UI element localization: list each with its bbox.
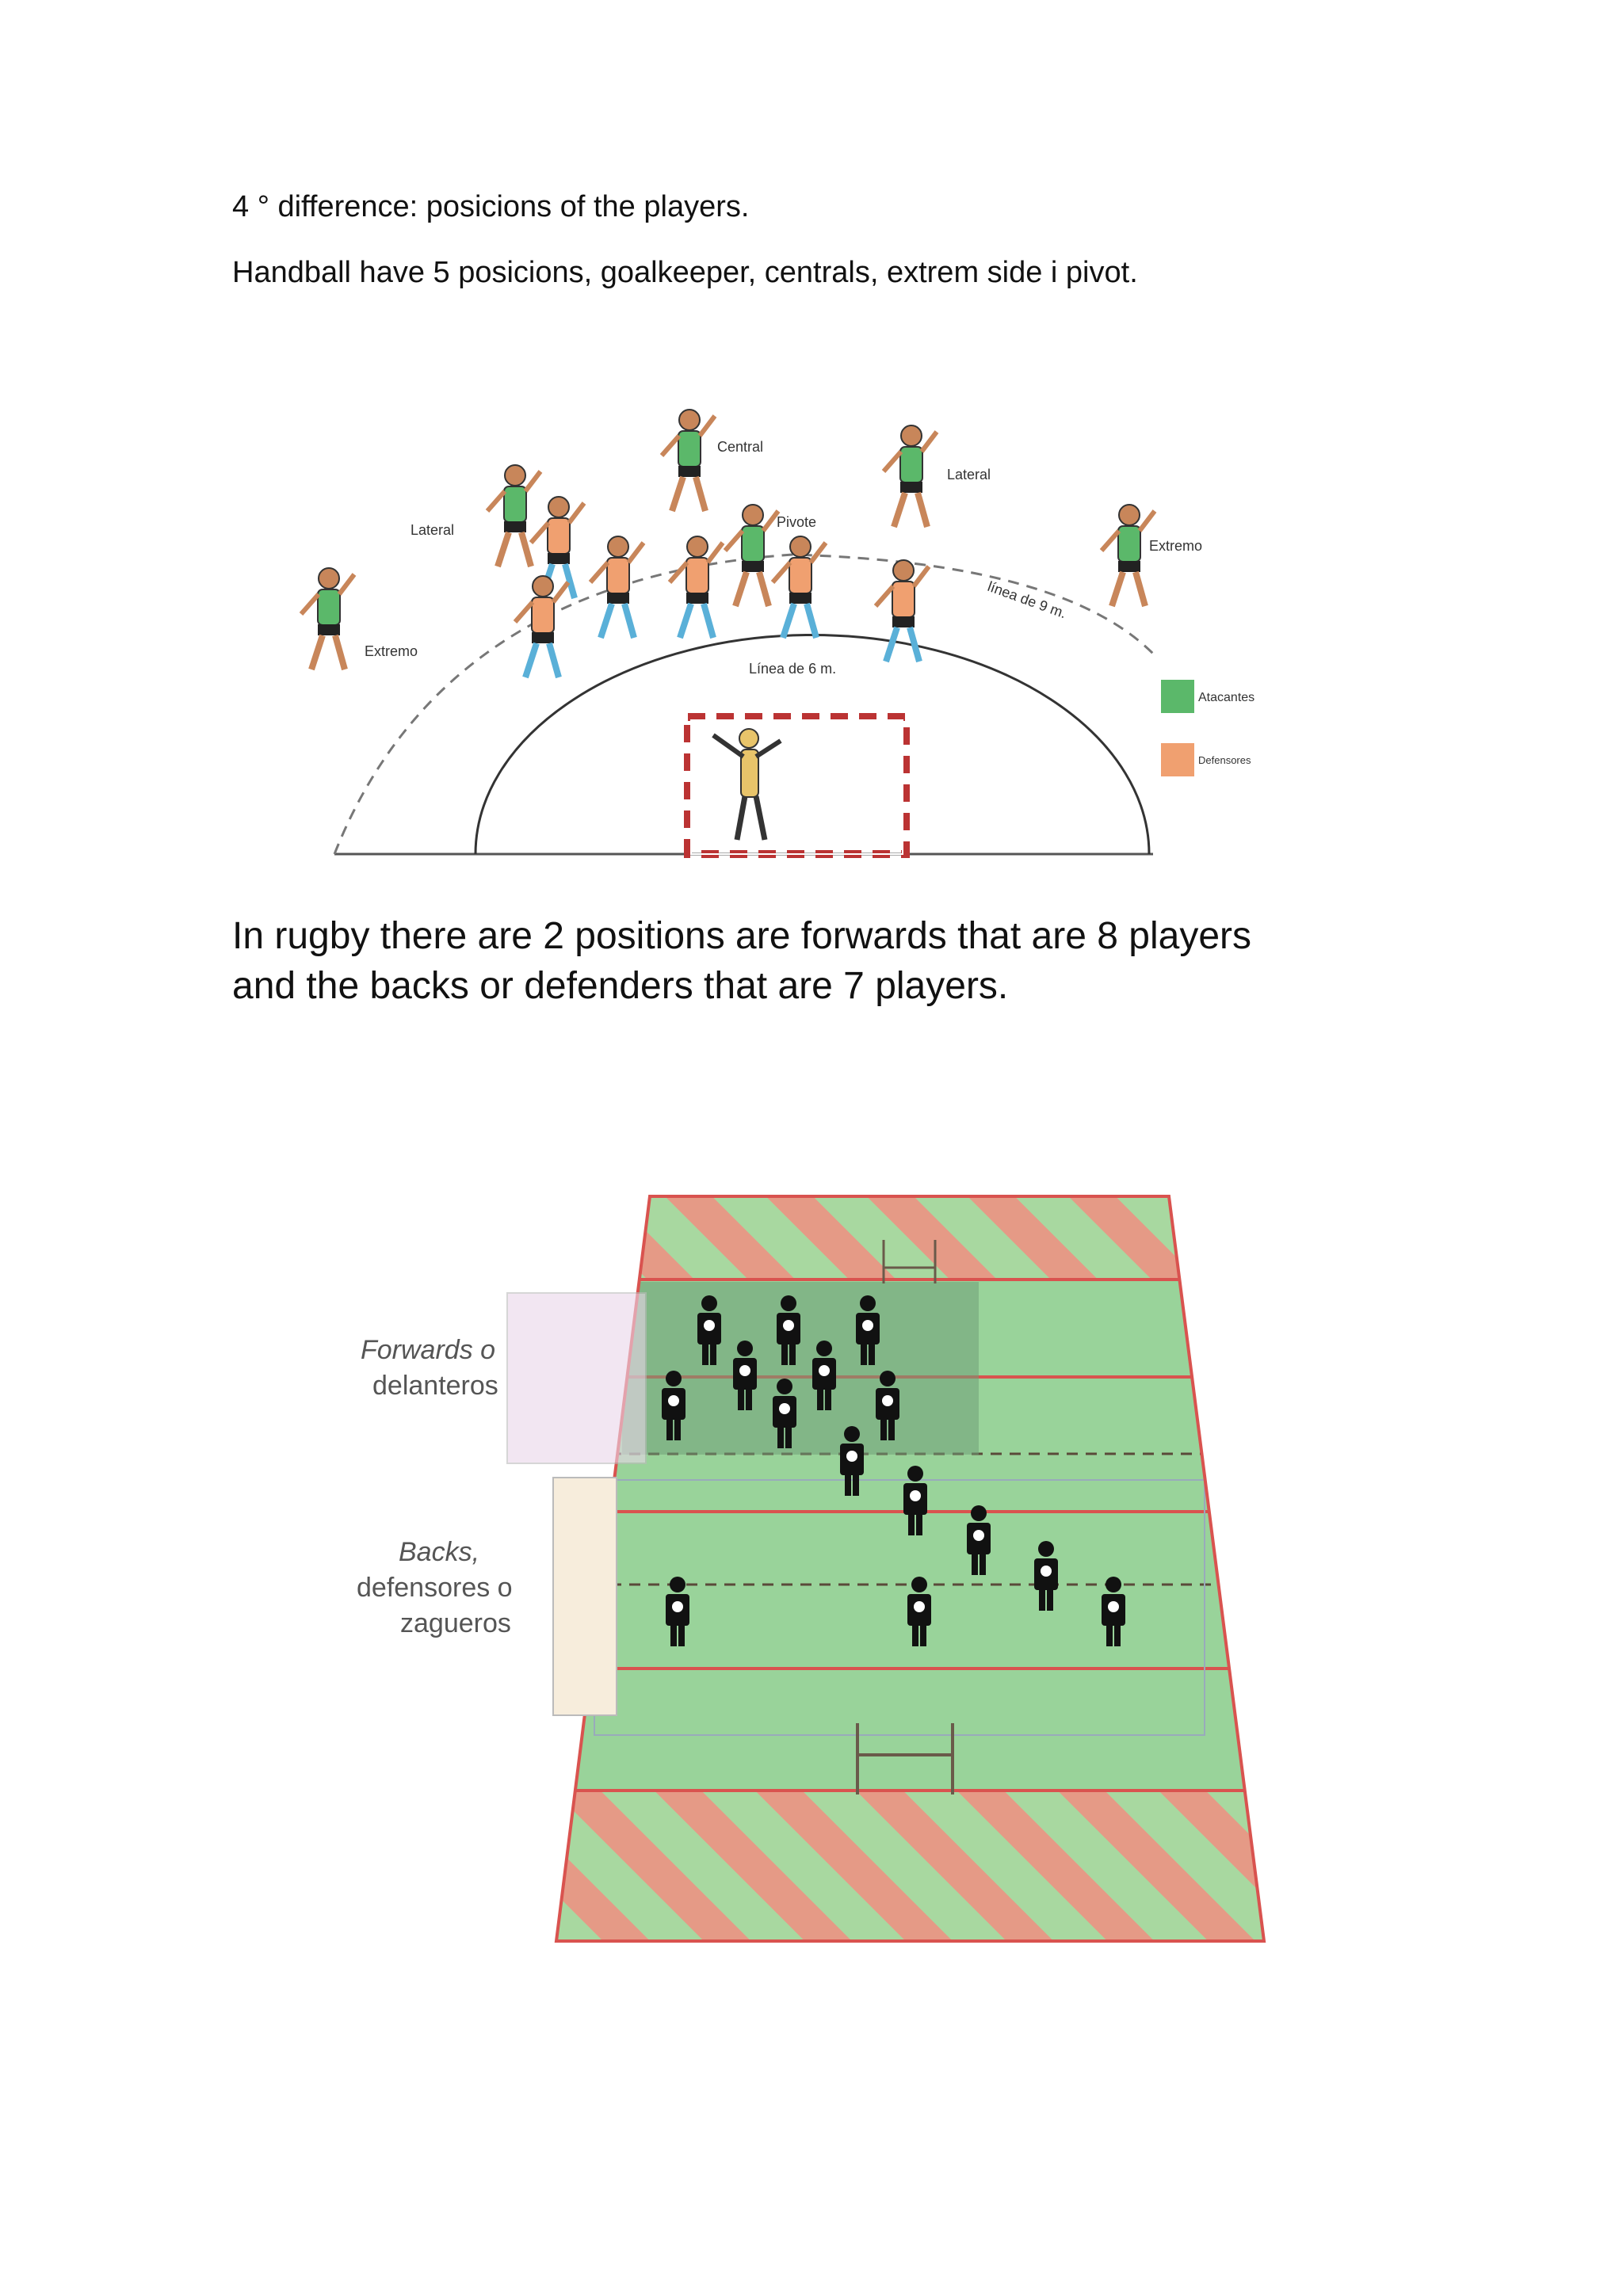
backs-label-line-1: Backs,: [399, 1537, 479, 1567]
rugby-player-icon: [777, 1295, 800, 1365]
legend-swatch-defenders: [1161, 743, 1194, 776]
rugby-player-icon: [666, 1577, 689, 1646]
handball-player-icon: [299, 567, 357, 671]
backs-label-box: [552, 1477, 617, 1716]
legend-swatch-attackers: [1161, 680, 1194, 713]
rugby-player-icon: [773, 1379, 796, 1448]
forwards-label-line-1: Forwards o: [361, 1335, 495, 1365]
label-lateral-left: Lateral: [411, 522, 454, 538]
handball-player-icon: [667, 536, 725, 639]
handball-player-icon: [485, 464, 543, 568]
rugby-paragraph: In rugby there are 2 positions are forwa…: [232, 911, 1342, 1011]
forwards-label-box: [506, 1292, 647, 1464]
forwards-zone: [622, 1282, 979, 1455]
goalkeeper-icon: [712, 728, 782, 841]
rugby-player-icon: [903, 1466, 927, 1535]
handball-player-icon: [513, 575, 571, 679]
handball-player-icon: [529, 496, 586, 600]
label-line-9m: línea de 9 m.: [986, 578, 1069, 621]
label-pivote: Pivote: [777, 514, 816, 530]
rugby-player-icon: [812, 1341, 836, 1410]
label-lateral-right: Lateral: [947, 467, 991, 482]
rugby-line-1: In rugby there are 2 positions are forwa…: [232, 915, 1252, 957]
label-extremo-right: Extremo: [1149, 538, 1202, 554]
rugby-player-icon: [662, 1371, 685, 1440]
rugby-line-2: and the backs or defenders that are 7 pl…: [232, 965, 1009, 1007]
handball-positions-figure: Central Lateral Lateral Pivote Extremo E…: [299, 409, 1254, 858]
legend-label-defenders: Defensores: [1198, 754, 1251, 766]
handball-player-icon: [1099, 504, 1157, 608]
handball-player-icon: [723, 504, 781, 608]
rugby-positions-figure: Forwards o delanteros Backs, defensores …: [357, 1195, 1266, 1943]
rugby-player-icon: [876, 1371, 899, 1440]
rugby-player-icon: [697, 1295, 721, 1365]
label-extremo-left: Extremo: [365, 643, 418, 659]
backs-label-line-3: zagueros: [400, 1608, 511, 1638]
rugby-player-icon: [840, 1426, 864, 1496]
handball-player-icon: [659, 409, 717, 513]
goal-icon: [684, 713, 910, 858]
label-central: Central: [717, 439, 763, 455]
backs-label-line-2: defensores o: [357, 1573, 513, 1603]
rugby-player-icon: [1102, 1577, 1125, 1646]
heading-text: 4 ° difference: posicions of the players…: [232, 190, 750, 223]
in-goal-bottom: [556, 1791, 1264, 1941]
rugby-player-icon: [856, 1295, 880, 1365]
legend-label-attackers: Atacantes: [1198, 691, 1254, 704]
goal-posts-bottom-icon: [856, 1723, 954, 1794]
forwards-label-line-2: delanteros: [372, 1371, 498, 1401]
rugby-player-icon: [967, 1505, 991, 1575]
goal-posts-top-icon: [882, 1240, 937, 1283]
rugby-player-icon: [1034, 1541, 1058, 1611]
nine-meter-line: [333, 553, 1155, 855]
intro-text: Handball have 5 posicions, goalkeeper, c…: [232, 256, 1138, 289]
rugby-player-icon: [733, 1341, 757, 1410]
handball-player-icon: [881, 425, 939, 528]
label-line-6m: Línea de 6 m.: [749, 661, 836, 677]
in-goal-top: [556, 1196, 1264, 1280]
rugby-player-icon: [907, 1577, 931, 1646]
handball-player-icon: [873, 559, 931, 663]
handball-player-icon: [588, 536, 646, 639]
handball-player-icon: [770, 536, 828, 639]
